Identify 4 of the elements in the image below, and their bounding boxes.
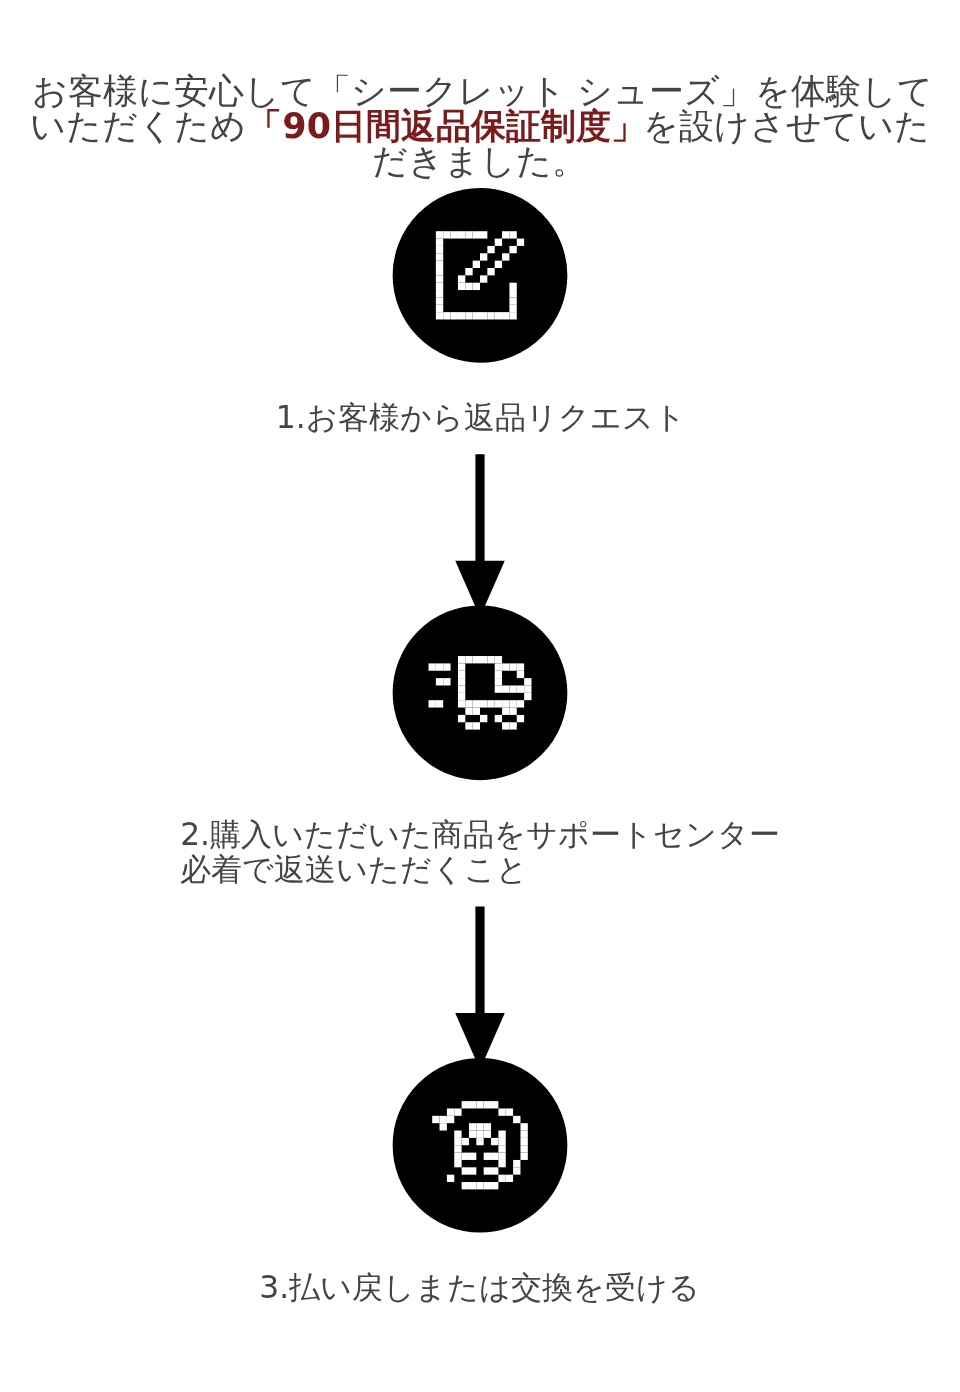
node-text: 1.お客様から返品リクエスト xyxy=(275,398,686,435)
diagram-title: お客様に安心して「シークレット シューズ」を体験していただくため「90日間返品保証制度」を設けさせていただきました。 xyxy=(30,70,934,181)
node-text: 2.購入いただいた商品をサポートセンター必着で返送いただくこと xyxy=(180,815,781,887)
node-text: 3.払い戻しまたは交換を受ける xyxy=(259,1268,701,1305)
